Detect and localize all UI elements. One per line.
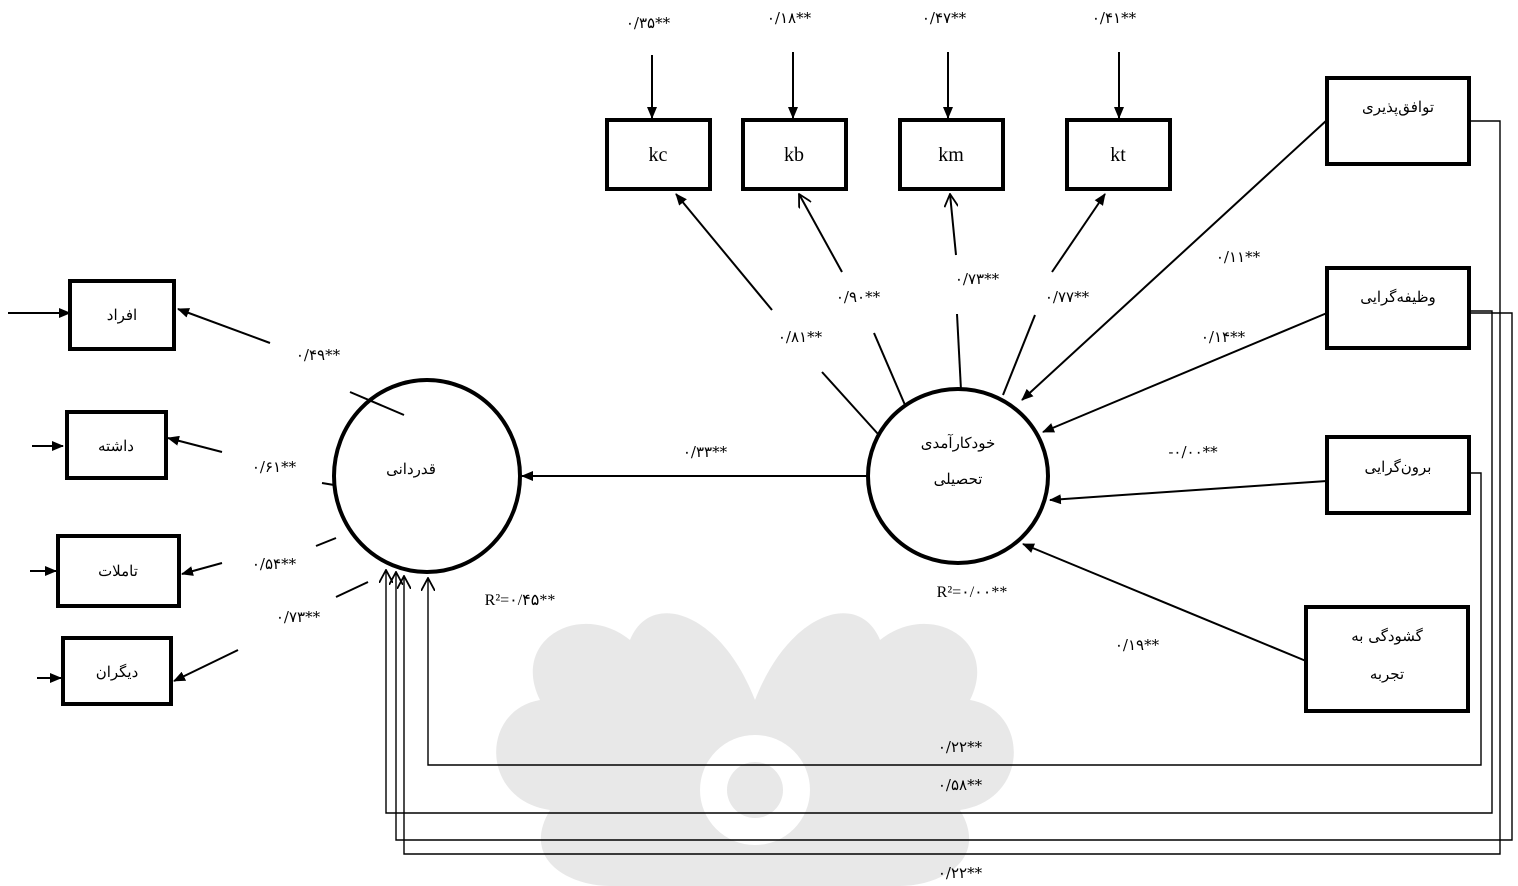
bottom-label-2: ۰/۵۸** (938, 776, 983, 794)
indicator-box-kb: kb (741, 118, 848, 191)
indicator-box-dashte: داشته (65, 410, 168, 480)
path-arrow-agreeableness (1021, 119, 1328, 401)
indicator-box-afrad: افراد (68, 279, 176, 351)
direct-path-agreeableness (404, 120, 1501, 855)
path-label-conscientiousness: ۰/۱۴** (1201, 328, 1246, 346)
indicator-label-kc: kc (649, 144, 668, 166)
direct-path-conscientiousness (386, 310, 1493, 814)
indicator-label-dashte: داشته (98, 437, 134, 455)
loading-label-km: ۰/۷۳** (955, 270, 1000, 288)
indicator-label-afrad: افراد (107, 306, 137, 324)
efficacy-label-1: خودکارآمدی (921, 434, 995, 452)
path-label-agreeableness: ۰/۱۱** (1216, 248, 1261, 266)
loading-label-dashte: ۰/۶۱** (252, 458, 297, 476)
indicator-box-km: km (898, 118, 1005, 191)
loading-label-afrad: ۰/۴۹** (296, 346, 341, 364)
loading-arrow-taamolat (181, 562, 223, 576)
error-label-km: ۰/۴۷** (922, 9, 967, 27)
indicator-label-kb: kb (784, 144, 804, 166)
indicator-box-kt: kt (1065, 118, 1172, 191)
loading-arrow-kc (675, 193, 773, 311)
personality-box-extraversion: برون‌گرایی (1325, 435, 1471, 515)
personality-label-openness-1: گشودگی به (1351, 627, 1423, 645)
error-label-kb: ۰/۱۸** (767, 9, 812, 27)
loading-label-digaran: ۰/۷۳** (276, 608, 321, 626)
loading-arrow-kb (799, 194, 843, 273)
loading-line-kb-lower (873, 332, 906, 406)
loading-line-afrad-lower (349, 391, 405, 416)
direct-path-extraversion (428, 472, 1482, 766)
indicator-label-kt: kt (1110, 144, 1126, 166)
indicator-label-km: km (938, 144, 964, 166)
r2-efficacy: R²=۰/۰۰** (937, 584, 1008, 601)
indicator-box-kc: kc (605, 118, 712, 191)
personality-box-openness: گشودگی به تجربه (1304, 605, 1470, 713)
personality-box-conscientiousness: وظیفه‌گرایی (1325, 266, 1471, 350)
loading-line-kt-lower (1002, 314, 1036, 396)
path-label-efficacy-to-gratitude: ۰/۳۳** (683, 443, 728, 461)
ornament-watermark-icon (496, 613, 1014, 886)
personality-label-conscientiousness: وظیفه‌گرایی (1360, 288, 1436, 306)
indicator-label-taamolat: تاملات (98, 562, 138, 580)
bottom-label-3: ۰/۲۲** (938, 864, 983, 882)
gratitude-label: قدردانی (386, 460, 436, 478)
loading-arrow-afrad (177, 308, 271, 344)
latent-academic-self-efficacy: خودکارآمدی تحصیلی (866, 387, 1050, 565)
personality-label-agreeableness: توافق‌پذیری (1362, 98, 1434, 116)
loading-line-taamolat-lower (315, 537, 337, 547)
r2-gratitude: R²=۰/۴۵** (485, 592, 556, 609)
indicator-box-taamolat: تاملات (56, 534, 181, 608)
path-arrow-openness (1022, 543, 1307, 662)
path-arrow-extraversion (1049, 480, 1328, 505)
loading-arrow-km (950, 194, 956, 256)
personality-box-agreeableness: توافق‌پذیری (1325, 76, 1471, 166)
loading-line-digaran-lower (335, 581, 369, 598)
bottom-label-1: ۰/۲۲** (938, 738, 983, 756)
personality-label-openness-2: تجربه (1370, 665, 1404, 683)
indicator-label-digaran: دیگران (96, 663, 139, 681)
loading-line-km-lower (956, 313, 962, 391)
loading-label-kt: ۰/۷۷** (1045, 288, 1090, 306)
error-label-kc: ۰/۳۵** (626, 14, 671, 32)
efficacy-label-2: تحصیلی (934, 470, 983, 488)
loading-line-kc-lower (821, 371, 879, 435)
loading-label-kb: ۰/۹۰** (836, 288, 881, 306)
error-label-kt: ۰/۴۱** (1092, 9, 1137, 27)
loading-line-dashte-lower (321, 482, 335, 486)
loading-label-taamolat: ۰/۵۴** (252, 555, 297, 573)
direct-path-openness (396, 312, 1513, 841)
path-label-openness: ۰/۱۹** (1115, 636, 1160, 654)
personality-label-extraversion: برون‌گرایی (1365, 458, 1432, 476)
loading-label-kc: ۰/۸۱** (778, 328, 823, 346)
loading-arrow-kt (1051, 193, 1106, 273)
loading-arrow-digaran (173, 649, 239, 682)
latent-gratitude: قدردانی (332, 378, 522, 574)
loading-arrow-dashte (167, 435, 223, 453)
indicator-box-digaran: دیگران (61, 636, 173, 706)
path-label-extraversion: -۰/۰۰** (1168, 443, 1218, 461)
path-arrow-conscientiousness (1042, 312, 1328, 433)
